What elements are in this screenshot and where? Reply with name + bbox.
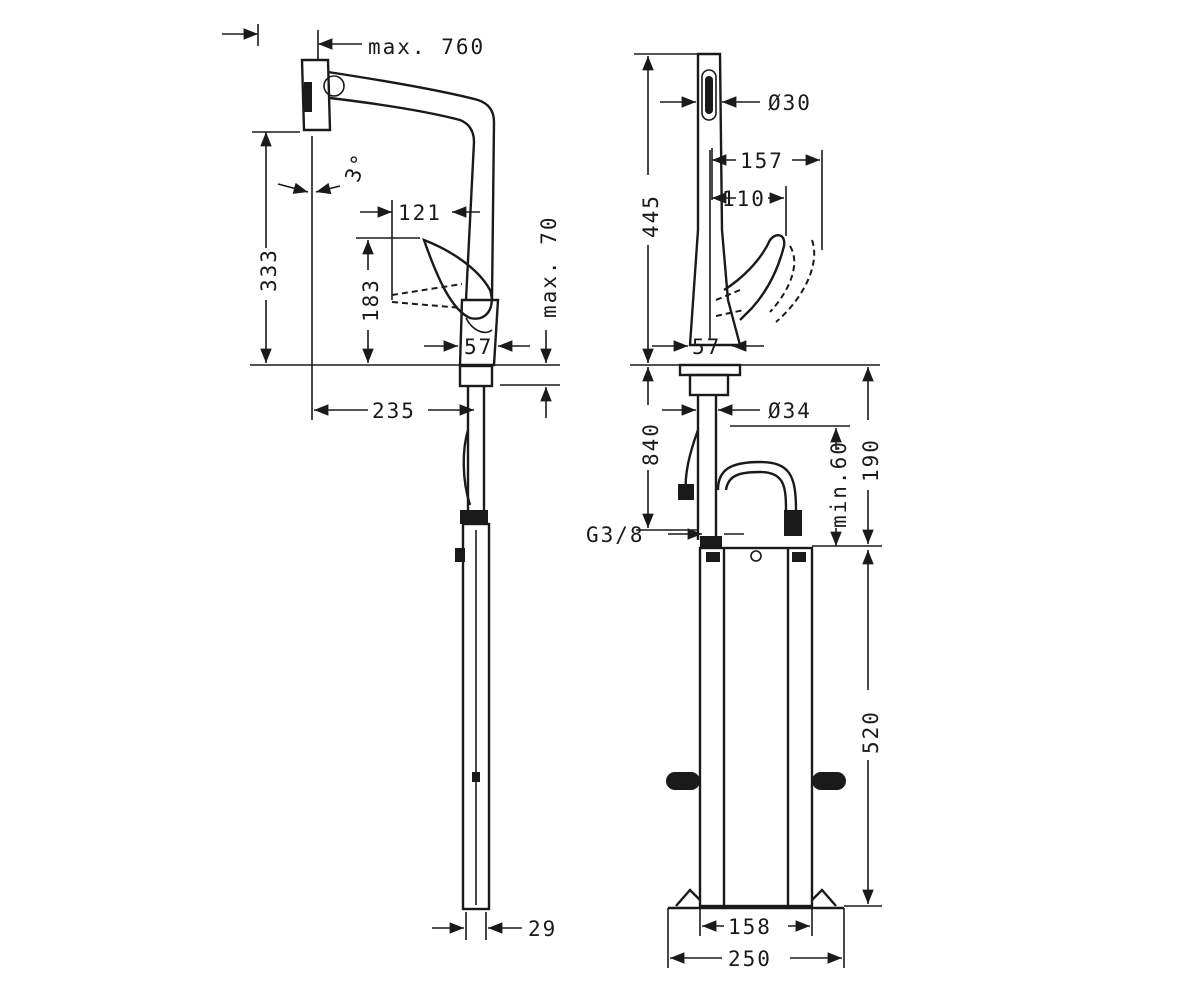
dim-base-right: 57	[652, 335, 764, 359]
dim-label-max-deck: max. 70	[537, 215, 561, 318]
dim-hose-diameter: 29	[432, 912, 557, 941]
dim-weight-offset: 190	[812, 367, 883, 547]
dim-label-lever-offset: 121	[398, 201, 442, 225]
dim-side-reach-2: 110	[712, 186, 787, 236]
side-lever	[723, 234, 786, 321]
lever-swing-1	[391, 283, 463, 296]
weight-clip-left	[706, 552, 720, 562]
dim-shank-diameter: Ø34	[662, 399, 812, 423]
hose-weight-mark	[472, 772, 480, 782]
spray-head-outline	[300, 58, 332, 132]
side-lever-swing-2	[775, 239, 816, 323]
dim-width-outer: 250	[667, 908, 845, 971]
dim-label-weight-offset: 190	[859, 438, 883, 482]
dim-label-weight-height: 520	[859, 710, 883, 754]
foot-right	[811, 888, 837, 907]
dim-width-inner: 158	[699, 908, 813, 939]
dim-lever-height: 183	[356, 237, 420, 363]
foot-left	[675, 888, 701, 907]
dim-label-total-height: 445	[639, 194, 663, 238]
dim-angle: 3°	[277, 136, 373, 420]
right-view-faucet	[630, 52, 880, 910]
supply-hose	[462, 429, 472, 506]
dim-label-max-reach: max. 760	[368, 35, 485, 59]
dim-total-height: 445	[634, 53, 698, 363]
hose-fitting-right	[678, 484, 694, 500]
hose-connector	[460, 510, 488, 524]
fixing-right	[812, 772, 846, 790]
weight-hole	[750, 550, 762, 562]
outlet-hose-loop-inner	[724, 470, 788, 511]
thread-connector	[700, 536, 722, 548]
lever-base	[465, 317, 493, 334]
dim-label-hose-diameter: 29	[528, 917, 557, 941]
dim-max-reach: max. 760	[222, 24, 485, 60]
dim-spout-height: 333	[252, 131, 300, 363]
side-marks-2	[715, 309, 745, 317]
dim-label-base-left: 57	[464, 335, 493, 359]
mounting-nut	[458, 364, 494, 388]
hose-clip	[455, 548, 465, 562]
dim-label-min-clearance: min.60	[827, 440, 851, 528]
dim-weight-height: 520	[844, 550, 883, 907]
weight-clip-right	[792, 552, 806, 562]
dim-hose-length: 840	[636, 367, 698, 531]
dim-label-hose-length: 840	[639, 422, 663, 466]
spray-button-slot	[701, 69, 717, 121]
dim-label-reach: 235	[372, 399, 416, 423]
side-marks-1	[715, 289, 741, 301]
dim-label-thread: G3/8	[586, 523, 645, 547]
side-lever-swing-1	[769, 245, 796, 313]
lever-swing-2	[391, 301, 463, 309]
weight-connector	[784, 510, 802, 536]
dim-thread: G3/8	[586, 523, 744, 547]
dim-side-reach-1: 157	[711, 148, 823, 250]
dim-lever-offset: 121	[360, 200, 480, 300]
dim-label-side-reach-2: 110	[722, 187, 766, 211]
dim-label-diameter-top: Ø30	[768, 91, 812, 115]
dim-min-clearance: min.60	[730, 425, 851, 546]
left-view-faucet	[250, 58, 560, 911]
dim-label-spout-height: 333	[257, 248, 281, 292]
faucet-side-body	[688, 52, 742, 347]
outlet-hose-loop	[716, 460, 798, 511]
spout-arm-top	[327, 70, 496, 301]
dim-label-width-inner: 158	[728, 915, 772, 939]
dim-diameter-top: Ø30	[660, 91, 812, 115]
dim-label-angle: 3°	[340, 149, 373, 185]
dim-label-width-outer: 250	[728, 947, 772, 971]
hose-weight-pipe	[461, 522, 491, 911]
spout-arm-bottom	[329, 96, 476, 301]
hose-weight-box	[698, 546, 814, 908]
dim-label-base-right: 57	[692, 335, 721, 359]
spray-button	[705, 76, 713, 114]
dim-label-side-reach-1: 157	[740, 149, 784, 173]
dim-label-lever-height: 183	[359, 278, 383, 322]
dim-label-shank-diameter: Ø34	[768, 399, 812, 423]
mounting-nut-right	[688, 373, 730, 397]
fixing-left	[666, 772, 700, 790]
base-plate	[678, 363, 742, 377]
dim-max-deck: max. 70	[500, 215, 561, 418]
lever-handle	[422, 237, 493, 320]
dim-base-left: 57	[424, 335, 530, 359]
spray-head-button	[304, 82, 312, 112]
dim-reach: 235	[314, 399, 474, 423]
spout-joint	[323, 75, 345, 97]
